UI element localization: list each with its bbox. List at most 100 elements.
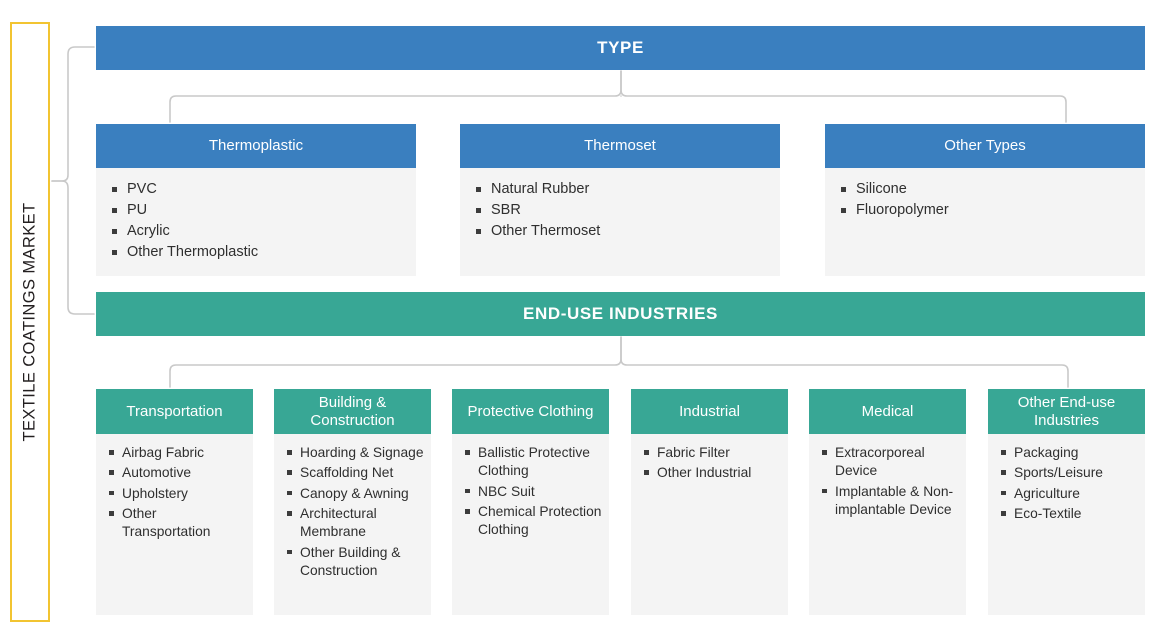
market-title-label: TEXTILE COATINGS MARKET (20, 202, 39, 442)
list-item: Airbag Fabric (107, 444, 246, 462)
enduse-card-industrial-body: Fabric Filter Other Industrial (631, 434, 788, 615)
enduse-card-other-end-use-industries-list: Packaging Sports/Leisure Agriculture Eco… (999, 444, 1138, 523)
type-card-other-types-list: Silicone Fluoropolymer (839, 180, 1135, 220)
enduse-card-building-construction[interactable]: Building & Construction Hoarding & Signa… (274, 389, 431, 615)
list-item-label: Other Thermoplastic (127, 243, 259, 260)
list-item-label: Scaffolding Net (300, 465, 394, 481)
type-card-thermoset-list: Natural Rubber SBR Other Thermoset (474, 180, 770, 241)
connector-enduse-left (169, 336, 622, 388)
enduse-card-other-end-use-industries-body: Packaging Sports/Leisure Agriculture Eco… (988, 434, 1145, 615)
list-item-label: Airbag Fabric (122, 445, 205, 460)
list-item: Acrylic (110, 222, 406, 241)
list-item-label: Sports/Leisure (1014, 465, 1103, 481)
enduse-card-industrial-title: Industrial (679, 402, 740, 420)
type-card-thermoset-header: Thermoset (460, 124, 780, 168)
list-item-label: Upholstery (122, 485, 188, 501)
list-item-label: Agriculture (1014, 485, 1080, 501)
list-item-label: Fabric Filter (657, 445, 730, 460)
list-item-label: Automotive (122, 465, 192, 481)
list-item-label: SBR (491, 201, 521, 218)
list-item: Hoarding & Signage (285, 444, 424, 462)
list-item: PVC (110, 180, 406, 199)
list-item: Packaging (999, 444, 1138, 462)
list-item: Natural Rubber (474, 180, 770, 199)
type-card-thermoplastic-body: PVC PU Acrylic Other Thermoplastic (96, 168, 416, 276)
enduse-card-transportation-list: Airbag Fabric Automotive Upholstery Othe… (107, 444, 246, 542)
enduse-card-other-end-use-industries-header: Other End-use Industries (988, 389, 1145, 434)
type-card-other-types[interactable]: Other Types Silicone Fluoropolymer (825, 124, 1145, 276)
enduse-card-transportation-header: Transportation (96, 389, 253, 434)
list-item-label: Implantable & Non-implantable Device (835, 483, 954, 518)
list-item-label: NBC Suit (478, 483, 535, 499)
connector-type-right (620, 70, 1067, 123)
list-item-label: Other Thermoset (491, 222, 601, 239)
enduse-card-building-construction-title: Building & Construction (310, 393, 395, 429)
section-banner-end-use-industries-label: END-USE INDUSTRIES (523, 304, 718, 323)
list-item: SBR (474, 201, 770, 220)
enduse-card-medical-list: Extracorporeal Device Implantable & Non-… (820, 444, 959, 519)
enduse-card-protective-clothing-title: Protective Clothing (467, 402, 594, 420)
type-card-other-types-title: Other Types (944, 137, 1026, 155)
list-item-label: PU (127, 201, 148, 218)
list-item: Automotive (107, 464, 246, 482)
enduse-card-protective-clothing[interactable]: Protective Clothing Ballistic Protective… (452, 389, 609, 615)
list-item: Other Thermoset (474, 222, 770, 241)
list-item: Extracorporeal Device (820, 444, 959, 481)
list-item-label: Eco-Textile (1014, 506, 1082, 522)
list-item: Chemical Protection Clothing (463, 503, 602, 540)
list-item-label: Ballistic Protective Clothing (478, 445, 590, 479)
list-item: Scaffolding Net (285, 464, 424, 482)
list-item-label: Acrylic (127, 222, 170, 239)
enduse-card-protective-clothing-body: Ballistic Protective Clothing NBC Suit C… (452, 434, 609, 615)
type-card-thermoset-body: Natural Rubber SBR Other Thermoset (460, 168, 780, 276)
enduse-card-building-construction-header: Building & Construction (274, 389, 431, 434)
list-item-label: Packaging (1014, 445, 1079, 460)
connector-market-to-type (51, 46, 95, 182)
market-title-box: TEXTILE COATINGS MARKET (10, 22, 50, 622)
list-item-label: Chemical Protection Clothing (478, 504, 602, 538)
type-card-thermoplastic[interactable]: Thermoplastic PVC PU Acrylic Other Therm… (96, 124, 416, 276)
list-item: Sports/Leisure (999, 464, 1138, 482)
section-banner-type: TYPE (96, 26, 1145, 70)
enduse-card-protective-clothing-header: Protective Clothing (452, 389, 609, 434)
list-item: Other Building & Construction (285, 544, 424, 581)
enduse-card-building-construction-list: Hoarding & Signage Scaffolding Net Canop… (285, 444, 424, 580)
list-item: Agriculture (999, 485, 1138, 503)
type-card-thermoset[interactable]: Thermoset Natural Rubber SBR Other Therm… (460, 124, 780, 276)
list-item: NBC Suit (463, 483, 602, 501)
type-card-thermoplastic-list: PVC PU Acrylic Other Thermoplastic (110, 180, 406, 262)
enduse-card-medical[interactable]: Medical Extracorporeal Device Implantabl… (809, 389, 966, 615)
type-card-thermoplastic-title: Thermoplastic (208, 137, 304, 155)
enduse-card-transportation-title: Transportation (126, 402, 223, 420)
enduse-card-protective-clothing-list: Ballistic Protective Clothing NBC Suit C… (463, 444, 602, 540)
enduse-card-industrial-header: Industrial (631, 389, 788, 434)
enduse-card-other-end-use-industries[interactable]: Other End-use Industries Packaging Sport… (988, 389, 1145, 615)
list-item: Fluoropolymer (839, 201, 1135, 220)
list-item: Canopy & Awning (285, 485, 424, 503)
connector-market-to-enduse (51, 180, 95, 315)
list-item-label: Other Industrial (657, 465, 752, 481)
connector-type-left (169, 70, 622, 123)
list-item: Other Thermoplastic (110, 243, 406, 262)
list-item-label: Silicone (856, 181, 907, 197)
enduse-card-building-construction-body: Hoarding & Signage Scaffolding Net Canop… (274, 434, 431, 615)
list-item: PU (110, 201, 406, 220)
connector-enduse-right (620, 336, 1069, 388)
enduse-card-transportation[interactable]: Transportation Airbag Fabric Automotive … (96, 389, 253, 615)
enduse-card-industrial-list: Fabric Filter Other Industrial (642, 444, 781, 483)
enduse-card-other-end-use-industries-title: Other End-use Industries (1017, 393, 1116, 429)
type-card-thermoplastic-header: Thermoplastic (96, 124, 416, 168)
list-item-label: Natural Rubber (491, 181, 590, 197)
list-item: Other Transportation (107, 505, 246, 542)
list-item: Upholstery (107, 485, 246, 503)
list-item: Implantable & Non-implantable Device (820, 483, 959, 520)
enduse-card-medical-body: Extracorporeal Device Implantable & Non-… (809, 434, 966, 615)
list-item-label: Other Transportation (122, 506, 211, 540)
list-item-label: Other Building & Construction (300, 544, 401, 579)
section-banner-end-use-industries: END-USE INDUSTRIES (96, 292, 1145, 336)
list-item: Silicone (839, 180, 1135, 199)
section-banner-type-label: TYPE (597, 38, 644, 57)
list-item: Ballistic Protective Clothing (463, 444, 602, 481)
enduse-card-industrial[interactable]: Industrial Fabric Filter Other Industria… (631, 389, 788, 615)
